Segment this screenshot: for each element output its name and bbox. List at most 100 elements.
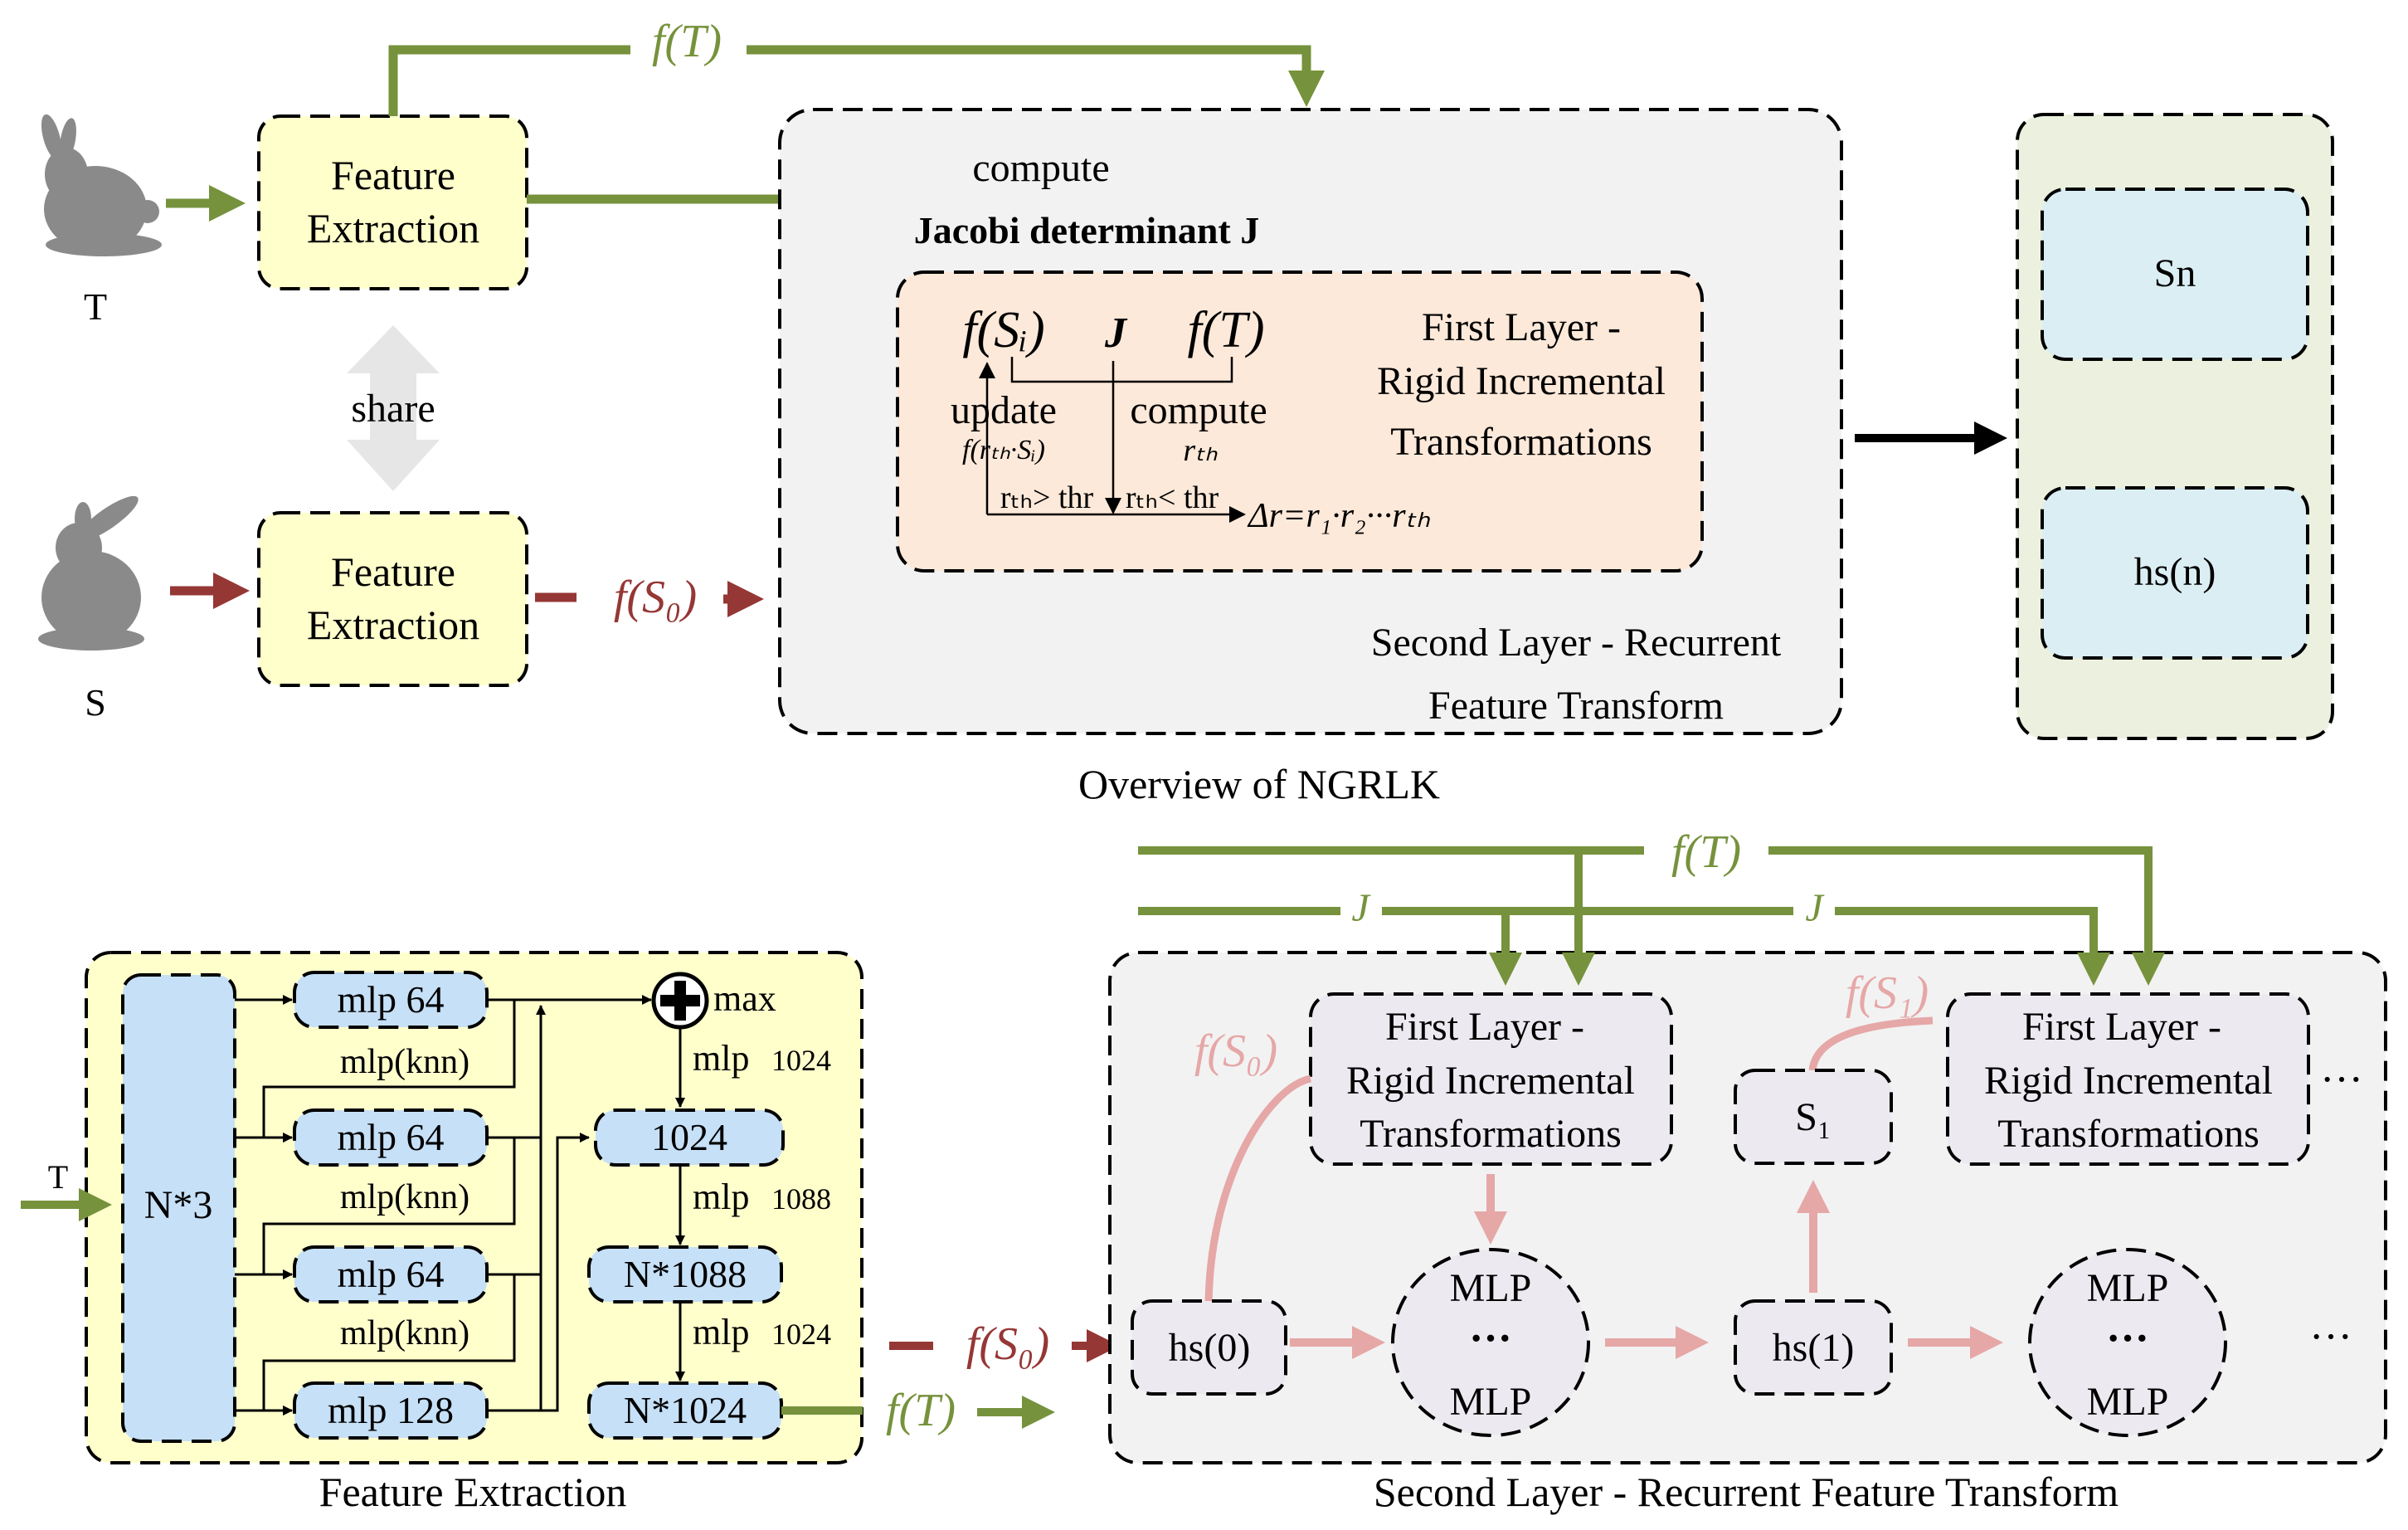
rft-s1-box bbox=[1734, 1069, 1893, 1165]
bunny-t-icon bbox=[41, 114, 162, 256]
second-layer-line1: Second Layer - Recurrent bbox=[1371, 621, 1782, 665]
knn-path-2 bbox=[262, 1138, 516, 1279]
fe-detail-caption: Feature Extraction bbox=[319, 1469, 627, 1515]
rft-hs1-label: hs(1) bbox=[1773, 1326, 1855, 1370]
compute2-label: compute bbox=[1130, 388, 1267, 432]
rft-hs1-box bbox=[1734, 1299, 1893, 1396]
mlp64-label-3: mlp 64 bbox=[337, 1253, 444, 1295]
formula-ft: f(T) bbox=[1188, 302, 1265, 358]
rft-hs0-label: hs(0) bbox=[1169, 1326, 1251, 1370]
fe-top-line2: Extraction bbox=[307, 205, 479, 251]
fe-bottom-box bbox=[257, 511, 528, 687]
fe-bottom-line2: Extraction bbox=[307, 602, 479, 648]
update-sub-label: f(rₜₕ·Sᵢ) bbox=[962, 435, 1045, 465]
jacobi-label: Jacobi determinant J bbox=[914, 209, 1260, 251]
fe-bottom-line1: Feature bbox=[331, 548, 455, 595]
rft-ft-line bbox=[1138, 846, 2165, 986]
knn-label-1: mlp(knn) bbox=[340, 1043, 469, 1081]
knn-path-3 bbox=[262, 1274, 516, 1415]
rft-mlp2-top: MLP bbox=[2087, 1266, 2169, 1310]
bus-to-1024 bbox=[487, 1133, 590, 1412]
delta-r-label: Δr=r₁·r₂···rₜₕ bbox=[1247, 497, 1431, 535]
cond1-label: rₜₕ> thr bbox=[1000, 480, 1094, 515]
fe-out-ft-label: f(T) bbox=[886, 1385, 956, 1436]
first-layer-line1: First Layer - bbox=[1422, 305, 1621, 349]
fe-top-line1: Feature bbox=[331, 152, 455, 198]
box-1024-label: 1024 bbox=[651, 1116, 727, 1158]
ft-top-label: f(T) bbox=[652, 16, 722, 67]
rft-fl2-line2: Rigid Incremental bbox=[1984, 1059, 2273, 1103]
mlp1024b-label: mlp bbox=[693, 1312, 749, 1352]
rft-fl1-line1: First Layer - bbox=[1385, 1005, 1584, 1049]
mlp64-label-1: mlp 64 bbox=[337, 978, 444, 1021]
mlp1088-label: mlp bbox=[693, 1177, 749, 1217]
sn-box bbox=[2041, 188, 2309, 361]
first-layer-line2: Rigid Incremental bbox=[1377, 359, 1666, 403]
box-n1024-label: N*1024 bbox=[624, 1389, 747, 1431]
n3-label: N*3 bbox=[144, 1183, 213, 1227]
mlp1024b-num: 1024 bbox=[771, 1318, 831, 1351]
mlp64-label-2: mlp 64 bbox=[337, 1116, 444, 1158]
n3-box bbox=[121, 973, 236, 1443]
overview-caption: Overview of NGRLK bbox=[1078, 761, 1440, 807]
rft-mlp-ellipse-1 bbox=[1391, 1248, 1590, 1437]
box-n1088 bbox=[587, 1245, 783, 1303]
rft-fl1-line3: Transformations bbox=[1360, 1112, 1622, 1156]
rft-mlp2-bottom: MLP bbox=[2087, 1380, 2169, 1424]
ft-top-path bbox=[388, 45, 1325, 116]
formula-bracket bbox=[1010, 357, 1233, 383]
rft-mlp2-dots: ··· bbox=[2106, 1315, 2149, 1362]
rft-detail-caption: Second Layer - Recurrent Feature Transfo… bbox=[1374, 1469, 2119, 1515]
rft-fs1-label: f(S₁) bbox=[1846, 967, 1929, 1019]
compute-label: compute bbox=[972, 146, 1109, 190]
compute2-sub-label: rₜₕ bbox=[1183, 433, 1218, 468]
rft-hs0-box bbox=[1131, 1299, 1287, 1396]
rft-mlp1-bottom: MLP bbox=[1450, 1380, 1532, 1424]
rft-j2-label: J bbox=[1805, 886, 1825, 930]
box-1024 bbox=[594, 1109, 785, 1167]
rft-fs0-label: f(S₀) bbox=[1194, 1026, 1277, 1077]
mlp1088-num: 1088 bbox=[771, 1182, 831, 1216]
formula-fs: f(Sᵢ) bbox=[962, 302, 1044, 358]
max-label: max bbox=[713, 978, 776, 1019]
first-layer-line3: Transformations bbox=[1390, 420, 1652, 464]
cond2-label: rₜₕ< thr bbox=[1126, 480, 1219, 515]
rft-dots-bottom: ··· bbox=[2309, 1313, 2352, 1361]
rft-j-line bbox=[1138, 907, 2110, 986]
hsn-box bbox=[2041, 486, 2309, 660]
rft-fs0-curve bbox=[1204, 1074, 1312, 1310]
update-label: update bbox=[951, 388, 1057, 432]
rft-mlp1-top: MLP bbox=[1450, 1266, 1532, 1310]
fe-input-t-label: T bbox=[48, 1158, 68, 1196]
box-n1088-label: N*1088 bbox=[624, 1253, 747, 1295]
hsn-label: hs(n) bbox=[2134, 550, 2216, 594]
bunny-s-icon bbox=[38, 495, 144, 650]
rft-fs1-curve bbox=[1808, 1016, 1934, 1071]
input-s-label: S bbox=[85, 681, 106, 724]
rft-first-layer-box-1 bbox=[1309, 992, 1673, 1166]
rft-mlp1-dots: ··· bbox=[1469, 1315, 1512, 1362]
knn-label-3: mlp(knn) bbox=[340, 1314, 469, 1352]
fe-out-fs0-label: f(S₀) bbox=[966, 1318, 1049, 1370]
rft-s1-label: S₁ bbox=[1795, 1095, 1831, 1139]
input-t-label: T bbox=[84, 285, 107, 328]
rft-fl1-line2: Rigid Incremental bbox=[1346, 1059, 1635, 1103]
knn-path-1 bbox=[262, 1000, 516, 1143]
rft-j1-label: J bbox=[1351, 886, 1371, 930]
mlp128-label: mlp 128 bbox=[328, 1389, 454, 1431]
sn-label: Sn bbox=[2154, 251, 2196, 295]
share-arrow-icon bbox=[347, 325, 440, 491]
second-layer-line2: Feature Transform bbox=[1428, 684, 1724, 728]
first-layer-box bbox=[896, 270, 1704, 573]
fe-top-box bbox=[257, 115, 528, 290]
rft-fl2-line1: First Layer - bbox=[2022, 1005, 2221, 1049]
formula-j: J bbox=[1104, 309, 1128, 357]
share-label: share bbox=[351, 387, 435, 431]
knn-label-2: mlp(knn) bbox=[340, 1178, 469, 1216]
fs0-top-label: f(S₀) bbox=[614, 572, 697, 623]
rft-first-layer-box-2 bbox=[1946, 992, 2310, 1166]
mlp1024a-label: mlp bbox=[693, 1038, 749, 1079]
mlp1024a-num: 1024 bbox=[771, 1044, 831, 1077]
rft-mlp-ellipse-2 bbox=[2028, 1248, 2227, 1437]
